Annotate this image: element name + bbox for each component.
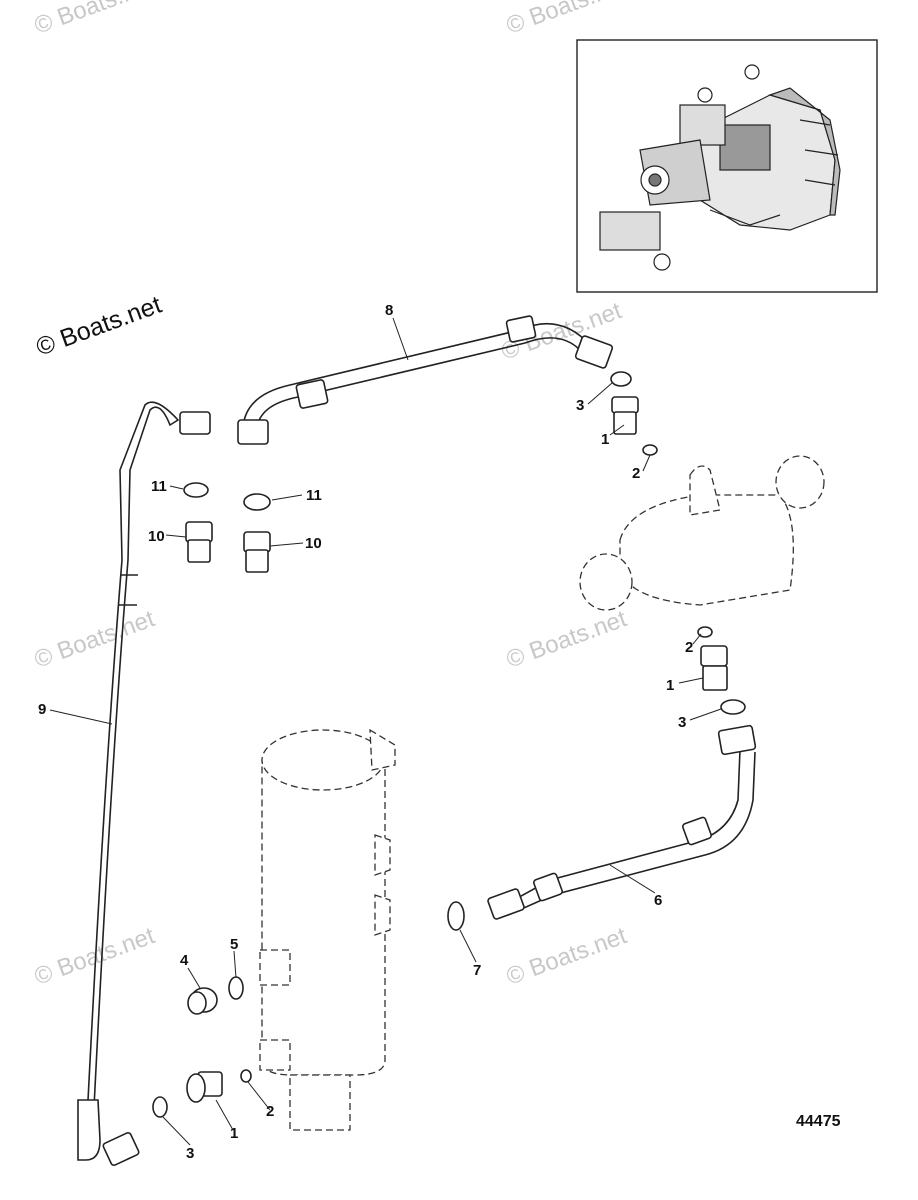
- hose-8: [237, 315, 614, 445]
- fitting-1-middle: [700, 645, 728, 691]
- heat-exchanger-lower: [259, 728, 396, 1131]
- plug-4: [187, 987, 218, 1015]
- fittings: [152, 371, 746, 1118]
- callout-2: 2: [632, 465, 640, 482]
- callout-9: 9: [38, 701, 46, 718]
- fitting-1-upper: [611, 396, 639, 435]
- callout-7: 7: [473, 962, 481, 979]
- callout-6: 6: [654, 892, 662, 909]
- callout-11: 11: [306, 487, 322, 504]
- callout-3: 3: [186, 1145, 194, 1162]
- callout-8: 8: [385, 302, 393, 319]
- hose-9: [77, 401, 211, 1167]
- watermark: © Boats.net: [31, 605, 159, 673]
- callout-4: 4: [180, 952, 189, 969]
- callout-3: 3: [576, 397, 584, 414]
- engine-illustration: [599, 64, 841, 271]
- callout-1: 1: [666, 677, 674, 694]
- callout-labels: 8 3 1 2 11 11 10 10 9 2 1 3 6 7 4 5 2 1 …: [38, 302, 693, 1162]
- hose-6: [487, 724, 757, 920]
- engine-locator-inset: [576, 39, 878, 293]
- fitting-1-lower: [186, 1071, 223, 1103]
- figure-number: 44475: [796, 1113, 841, 1130]
- callout-2: 2: [266, 1103, 274, 1120]
- callout-10: 10: [305, 535, 322, 552]
- heat-exchanger-upper: [579, 455, 825, 611]
- fitting-10-left: [185, 521, 213, 563]
- watermark: © Boats.net: [31, 0, 159, 40]
- callout-1: 1: [601, 431, 609, 448]
- brand-watermark: © Boats.net: [32, 291, 165, 362]
- watermark: © Boats.net: [503, 922, 631, 990]
- watermark: © Boats.net: [503, 0, 631, 40]
- callout-10: 10: [148, 528, 165, 545]
- callout-5: 5: [230, 936, 238, 953]
- callout-11: 11: [151, 478, 167, 495]
- leader-lines: [49, 317, 722, 1146]
- callout-3: 3: [678, 714, 686, 731]
- callout-2: 2: [685, 639, 693, 656]
- fitting-10-right: [243, 531, 271, 573]
- watermark: © Boats.net: [503, 605, 631, 673]
- callout-1: 1: [230, 1125, 238, 1142]
